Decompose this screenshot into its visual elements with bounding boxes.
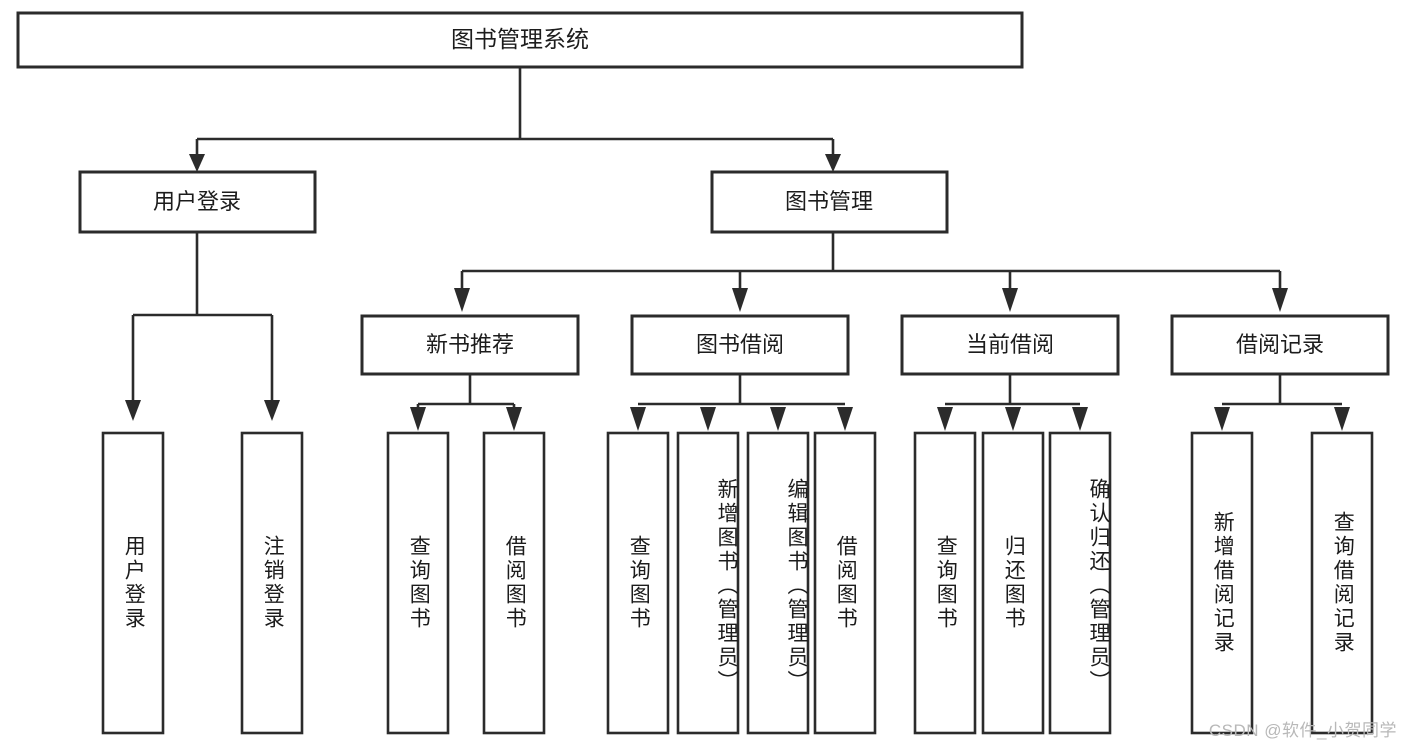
arrow-head-leaf-logout	[264, 400, 280, 421]
node-root-rect[interactable]	[16, 11, 1024, 69]
node-borrow-record-rect[interactable]	[1170, 314, 1390, 376]
arrow-head-currentborrow	[1002, 288, 1018, 312]
node-user-login[interactable]: 用户登录	[78, 170, 317, 234]
arrow-head-add-book	[700, 407, 716, 431]
node-book-manage-rect[interactable]	[710, 170, 949, 234]
nodes: 图书管理系统 用户登录 图书管理 新书推荐 图书借阅 当前	[16, 11, 1390, 735]
arrow-head-borrowrecord	[1272, 288, 1288, 312]
node-root-label: 图书管理系统	[451, 26, 589, 52]
arrow-head-query-record	[1334, 407, 1350, 431]
node-new-book-recommend-rect[interactable]	[360, 314, 580, 376]
arrow-head-newbook	[454, 288, 470, 312]
arrow-head-leaf-user-login	[125, 400, 141, 421]
arrow-head-borrow-book-1	[506, 407, 522, 431]
arrow-head-query-book-1	[410, 407, 426, 431]
node-root[interactable]: 图书管理系统	[16, 11, 1024, 69]
node-borrow-record-label: 借阅记录	[1236, 332, 1324, 357]
node-user-login-rect[interactable]	[78, 170, 317, 234]
node-current-borrow-rect[interactable]	[900, 314, 1120, 376]
arrow-head-query-book-2	[630, 407, 646, 431]
node-leaf-confirm-return-rect[interactable]	[1048, 431, 1112, 735]
node-book-borrow[interactable]: 图书借阅	[630, 314, 850, 376]
arrow-head-book-manage	[825, 154, 841, 172]
node-leaf-logout-rect[interactable]	[240, 431, 304, 735]
arrow-head-borrow-book-2	[837, 407, 853, 431]
watermark: CSDN @软件_小贺同学	[1208, 721, 1397, 740]
node-leaf-query-book-3-rect[interactable]	[913, 431, 977, 735]
node-leaf-add-book-rect[interactable]	[676, 431, 740, 735]
node-borrow-record[interactable]: 借阅记录	[1170, 314, 1390, 376]
node-leaf-borrow-book-2-rect[interactable]	[813, 431, 877, 735]
node-leaf-query-book-2-rect[interactable]	[606, 431, 670, 735]
node-current-borrow-label: 当前借阅	[966, 332, 1054, 357]
node-user-login-label: 用户登录	[153, 189, 241, 214]
node-book-manage-label: 图书管理	[785, 189, 873, 214]
connectors	[125, 67, 1350, 431]
node-leaf-query-record-rect[interactable]	[1310, 431, 1374, 735]
node-leaf-query-book-1-rect[interactable]	[386, 431, 450, 735]
arrow-head-add-record	[1214, 407, 1230, 431]
node-leaf-borrow-book-1-rect[interactable]	[482, 431, 546, 735]
node-book-borrow-rect[interactable]	[630, 314, 850, 376]
arrow-head-query-book-3	[937, 407, 953, 431]
node-book-borrow-label: 图书借阅	[696, 332, 784, 357]
node-new-book-recommend-label: 新书推荐	[426, 332, 514, 357]
arrow-head-return-book	[1005, 407, 1021, 431]
node-leaf-return-book-rect[interactable]	[981, 431, 1045, 735]
node-leaf-user-login-rect[interactable]	[101, 431, 165, 735]
arrow-head-user-login	[189, 154, 205, 172]
arrow-head-confirm-return	[1072, 407, 1088, 431]
node-leaf-add-record-rect[interactable]	[1190, 431, 1254, 735]
node-leaf-edit-book-rect[interactable]	[746, 431, 810, 735]
arrow-head-bookborrow	[732, 288, 748, 312]
node-new-book-recommend[interactable]: 新书推荐	[360, 314, 580, 376]
arrow-head-edit-book	[770, 407, 786, 431]
node-current-borrow[interactable]: 当前借阅	[900, 314, 1120, 376]
leaf-nodes	[101, 431, 1374, 735]
node-book-manage[interactable]: 图书管理	[710, 170, 949, 234]
